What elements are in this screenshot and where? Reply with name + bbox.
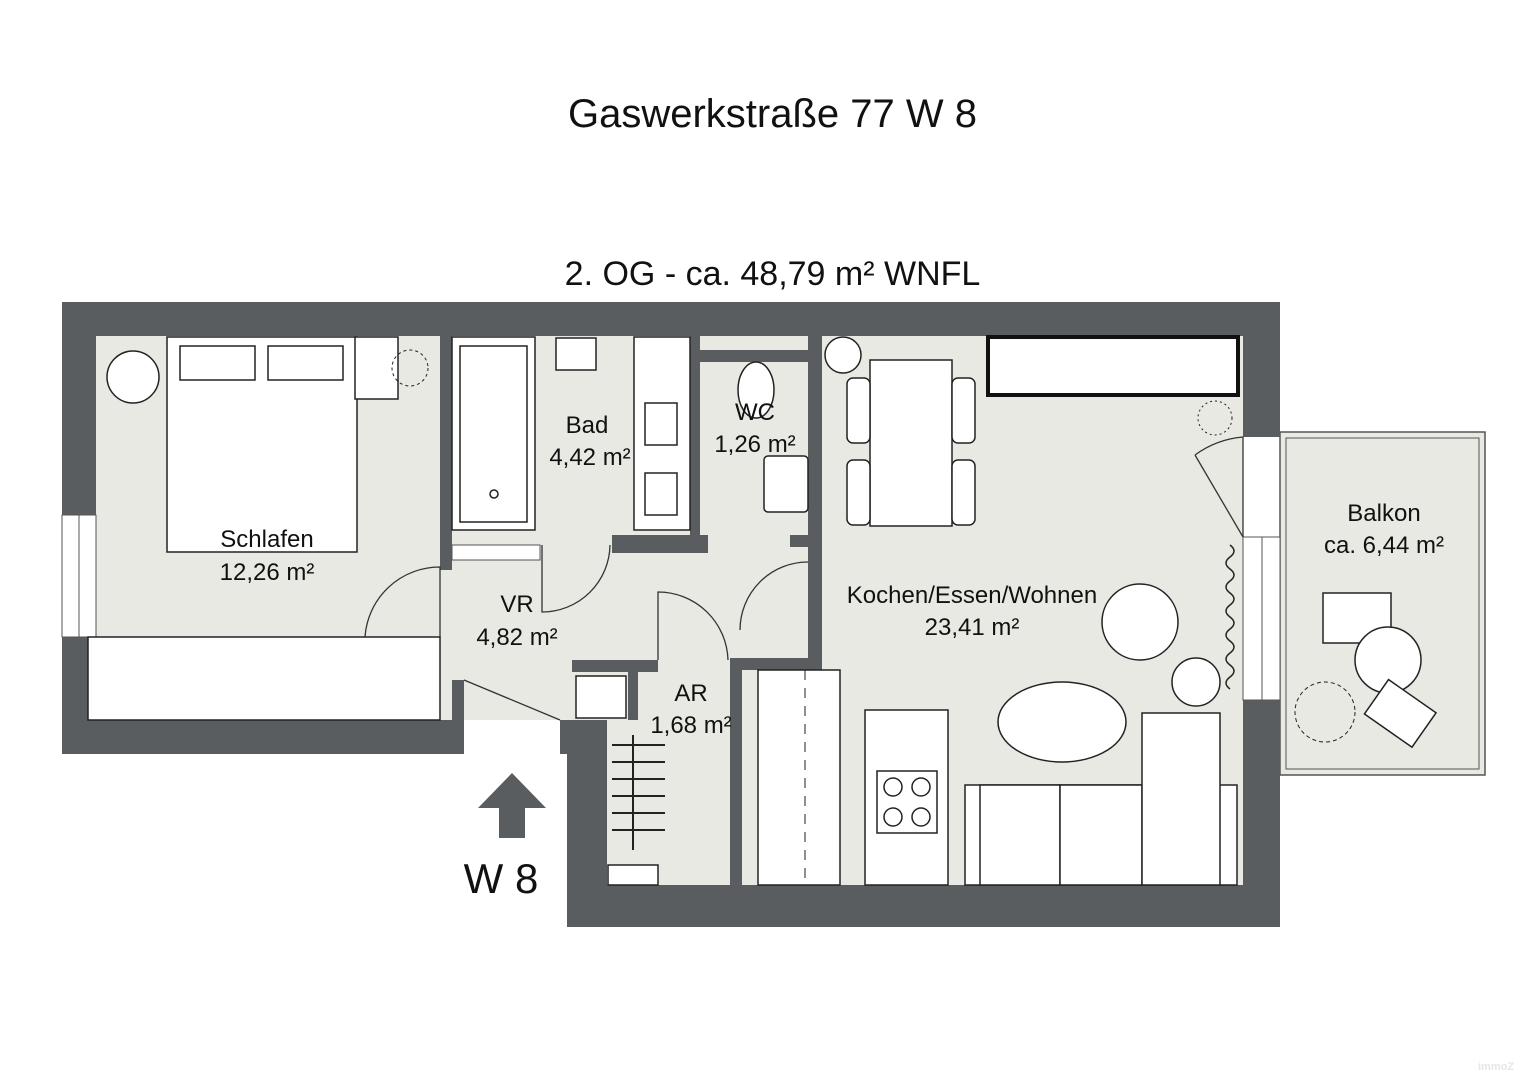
- arrow-up-icon: [478, 773, 546, 838]
- coffee-table: [997, 681, 1127, 763]
- toilet: [737, 361, 775, 419]
- room-area: 23,41 m²: [925, 614, 1020, 641]
- fan-icon: [106, 350, 160, 404]
- doors[interactable]: [364, 436, 1244, 721]
- room-area: 1,26 m²: [714, 431, 795, 458]
- walls: [62, 302, 1280, 927]
- windows: [61, 514, 1281, 701]
- room-name: Schlafen: [220, 526, 313, 553]
- room-name: Kochen/Essen/Wohnen: [847, 582, 1097, 609]
- room-name: WC: [735, 399, 775, 426]
- room-name: Balkon: [1347, 500, 1420, 527]
- entrance-label: W 8: [464, 855, 539, 902]
- wardrobe: [87, 636, 441, 721]
- room-name: Bad: [566, 412, 609, 439]
- dining-table: [869, 359, 953, 527]
- floor-subtitle: 2. OG - ca. 48,79 m² WNFL: [564, 255, 981, 293]
- room-area: 4,82 m²: [476, 624, 557, 651]
- plant-icon: [391, 349, 429, 387]
- room-area: 4,42 m²: [549, 444, 630, 471]
- armchair: [1101, 583, 1179, 661]
- room-area: 1,68 m²: [650, 712, 731, 739]
- room-labels: Schlafen 12,26 m² Bad 4,42 m² WC 1,26 m²…: [220, 399, 1444, 739]
- room-name: VR: [500, 591, 533, 618]
- watermark: immoZ: [1478, 1061, 1514, 1073]
- room-area: ca. 6,44 m²: [1324, 532, 1444, 559]
- furniture: [87, 335, 1438, 886]
- room-name: AR: [674, 680, 707, 707]
- kitchen-counter: [757, 669, 841, 886]
- room-area: 12,26 m²: [220, 559, 315, 586]
- plan-title: Gaswerkstraße 77 W 8: [567, 92, 977, 136]
